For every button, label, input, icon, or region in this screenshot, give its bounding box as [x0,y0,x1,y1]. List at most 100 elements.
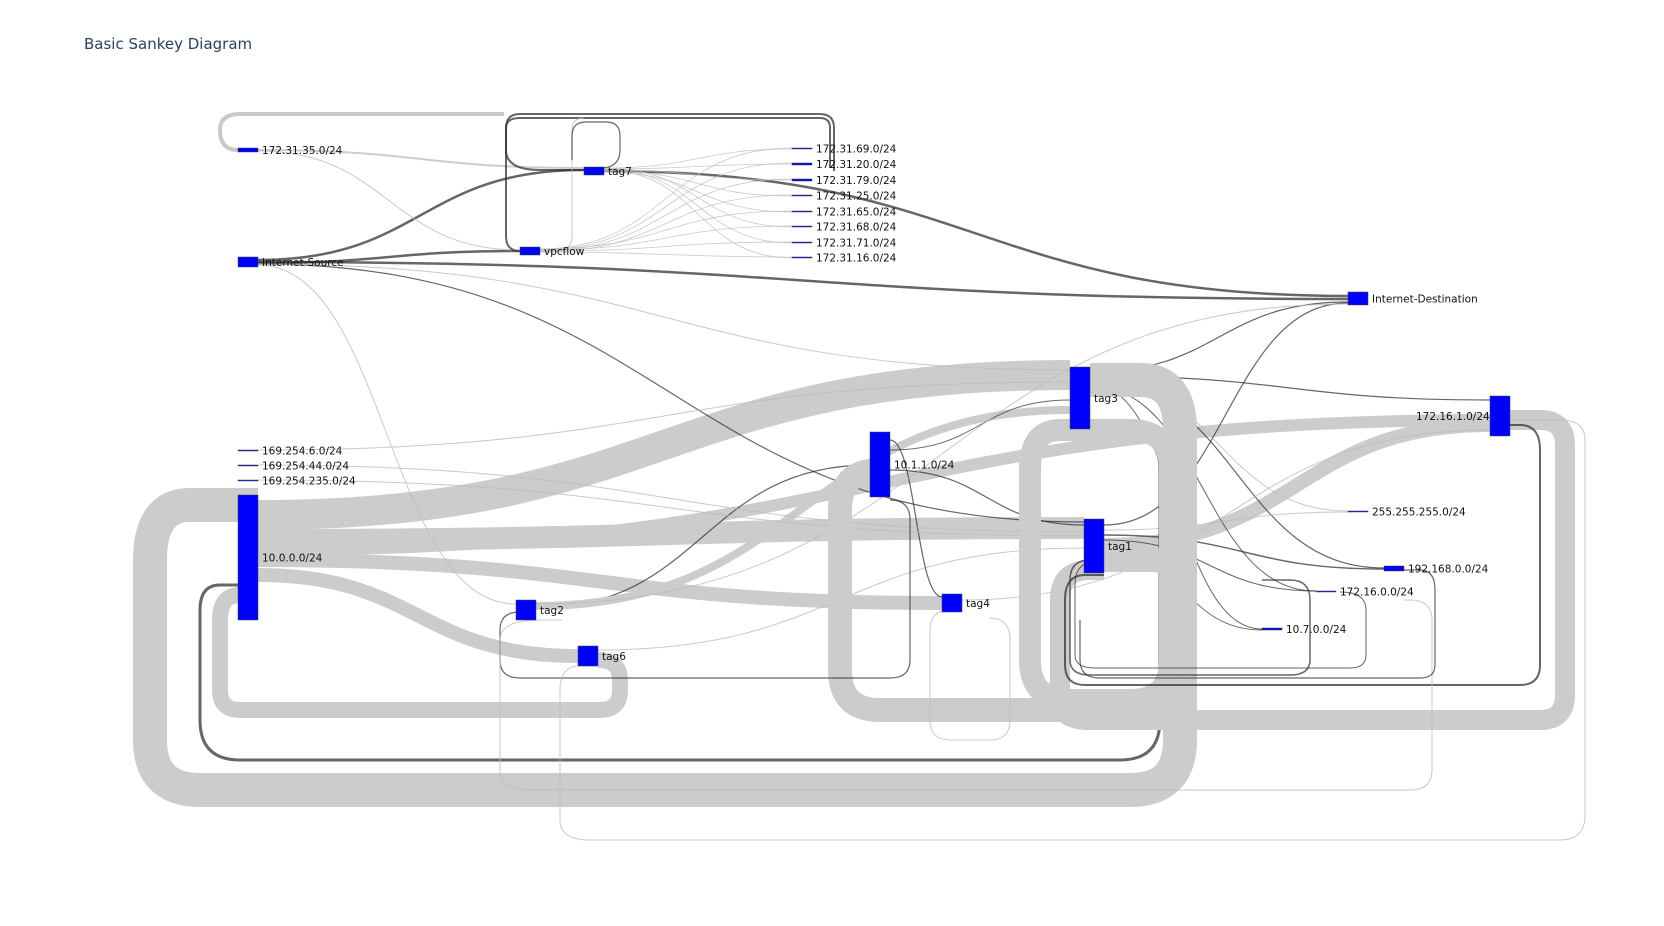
sankey-node-tag6[interactable] [577,645,599,667]
sankey-link[interactable] [539,210,793,250]
sankey-link[interactable] [539,194,793,253]
sankey-link[interactable] [257,381,1071,451]
sankey-node-n10-7-0[interactable] [1261,627,1283,631]
sankey-node-n255-255-255[interactable] [1347,510,1369,513]
sankey-link-loop[interactable] [1074,561,1367,669]
sankey-link[interactable] [539,178,793,252]
sankey-link[interactable] [257,568,579,663]
sankey-link-loop[interactable] [1069,559,1311,676]
sankey-link[interactable] [603,163,793,170]
sankey-node-label: tag4 [966,598,990,610]
sankey-links [133,112,1586,841]
sankey-link[interactable] [257,168,585,262]
sankey-link-loop[interactable] [505,113,836,171]
sankey-link-loop[interactable] [1079,569,1436,679]
sankey-link[interactable] [539,251,793,258]
sankey-link[interactable] [603,148,793,169]
sankey-link-loop[interactable] [499,599,1433,791]
sankey-link[interactable] [257,150,521,251]
sankey-node-n172-16-1[interactable] [1489,395,1511,437]
sankey-link[interactable] [257,264,517,605]
sankey-link[interactable] [539,225,793,251]
sankey-node-label: 172.31.20.0/24 [816,159,897,171]
sankey-node-n172-31-16[interactable] [791,256,813,259]
sankey-node-n10-0-0[interactable] [237,494,259,621]
sankey-node-n172-31-79[interactable] [791,178,813,182]
sankey-link[interactable] [257,260,1349,301]
sankey-node-label: 172.31.25.0/24 [816,191,897,203]
sankey-node-tag2[interactable] [515,599,537,621]
sankey-link-loop[interactable] [212,587,628,718]
sankey-link[interactable] [257,479,1085,537]
sankey-link[interactable] [889,469,1085,526]
sankey-link[interactable] [257,360,1071,530]
sankey-node-vpcflow[interactable] [519,246,541,256]
sankey-link-loop[interactable] [1064,424,1541,686]
sankey-node-internet-source[interactable] [237,256,259,268]
sankey-node-label: tag7 [608,166,632,178]
sankey-link[interactable] [603,169,1349,298]
sankey-node-label: 169.254.235.0/24 [262,476,356,488]
sankey-node-n172-31-25[interactable] [791,194,813,197]
sankey-node-label: 172.31.68.0/24 [816,222,897,234]
sankey-node-label: 172.31.35.0/24 [262,145,343,157]
sankey-node-n169-254-6[interactable] [237,449,259,452]
sankey-link[interactable] [539,162,793,251]
sankey-link[interactable] [1103,534,1385,570]
sankey-link-loop[interactable] [499,499,911,679]
sankey-link[interactable] [603,169,793,259]
sankey-link-loop[interactable] [505,117,831,252]
sankey-node-n172-16-0[interactable] [1315,590,1337,593]
sankey-link[interactable] [1103,539,1317,592]
sankey-link[interactable] [603,168,793,244]
sankey-node-tag3[interactable] [1069,366,1091,430]
sankey-link[interactable] [1089,301,1349,373]
diagram-title: Basic Sankey Diagram [84,35,253,53]
sankey-link-loop[interactable] [540,117,585,252]
sankey-node-n192-168-0[interactable] [1383,565,1405,572]
sankey-node-n172-31-69[interactable] [791,147,813,150]
sankey-link[interactable] [257,553,943,610]
sankey-link-loop[interactable] [571,121,621,169]
sankey-link-loop[interactable] [218,112,504,152]
sankey-node-n172-31-71[interactable] [791,241,813,244]
sankey-link-loop[interactable] [1019,419,1181,711]
sankey-link[interactable] [603,167,793,228]
sankey-node-n172-31-20[interactable] [791,162,813,166]
sankey-node-tag7[interactable] [583,166,605,176]
sankey-node-n172-31-68[interactable] [791,225,813,228]
sankey-link[interactable] [1103,511,1349,531]
sankey-link[interactable] [535,406,1071,610]
sankey-node-internet-destination[interactable] [1347,291,1369,306]
sankey-link-loop[interactable] [559,419,1586,841]
sankey-node-label: 172.31.79.0/24 [816,175,897,187]
sankey-link[interactable] [1103,302,1349,526]
sankey-node-n172-31-35[interactable] [237,147,259,153]
sankey-node-n169-254-235[interactable] [237,479,259,482]
sankey-link[interactable] [535,303,1349,605]
sankey-node-tag4[interactable] [941,593,963,613]
sankey-link[interactable] [257,263,1071,371]
sankey-link[interactable] [889,399,1071,451]
sankey-link[interactable] [257,263,1085,523]
sankey-node-label: 172.31.71.0/24 [816,238,897,250]
sankey-labels: 172.31.35.0/24Internet-Sourcetag7vpcflow… [262,144,1490,664]
sankey-node-tag1[interactable] [1083,518,1105,574]
sankey-node-label: 10.0.0.0/24 [262,553,323,565]
sankey-node-label: vpcflow [544,246,585,258]
sankey-link-loop[interactable] [1050,410,1575,730]
sankey-link[interactable] [257,149,585,169]
sankey-node-n169-254-44[interactable] [237,464,259,467]
sankey-node-label: 172.31.65.0/24 [816,207,897,219]
sankey-node-n172-31-65[interactable] [791,210,813,213]
sankey-link[interactable] [889,439,943,598]
sankey-node-label: tag6 [602,651,626,663]
sankey-node-label: 10.1.1.0/24 [894,460,955,472]
sankey-link[interactable] [539,241,793,252]
sankey-link[interactable] [257,464,1085,533]
sankey-link-loop[interactable] [929,609,1011,741]
sankey-node-n10-1-1[interactable] [869,431,891,498]
sankey-link[interactable] [539,147,793,250]
sankey-node-label: tag2 [540,605,564,617]
